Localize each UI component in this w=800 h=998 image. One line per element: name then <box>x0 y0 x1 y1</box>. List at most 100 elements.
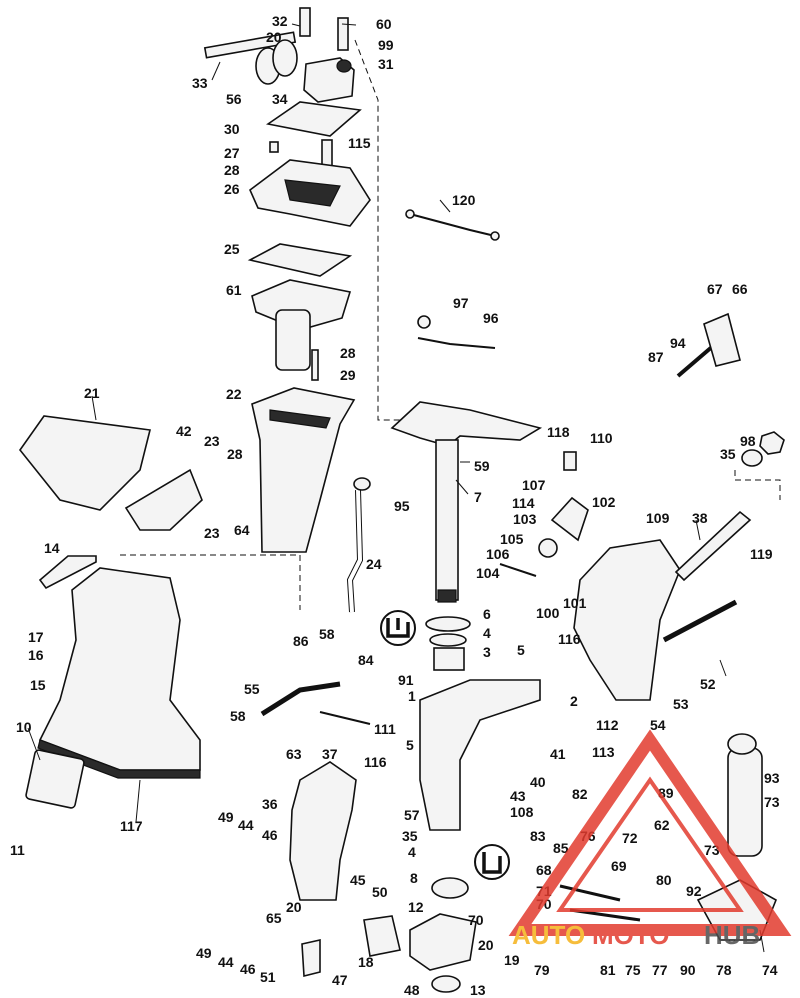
callout-31: 31 <box>378 56 394 72</box>
callout-4: 4 <box>408 844 416 860</box>
swivel-bracket-54 <box>573 539 681 701</box>
washer-4 <box>429 633 467 647</box>
callout-43: 43 <box>510 788 526 804</box>
lube-stamp-icon <box>380 610 416 646</box>
callout-73: 73 <box>764 794 780 810</box>
callout-46: 46 <box>262 827 278 843</box>
callout-28: 28 <box>224 162 240 178</box>
callout-108: 108 <box>510 804 534 820</box>
callout-30: 30 <box>224 121 240 137</box>
callout-20: 20 <box>266 29 282 45</box>
callout-78: 78 <box>716 962 732 978</box>
callout-81: 81 <box>600 962 616 978</box>
callout-95: 95 <box>394 498 410 514</box>
tube-38 <box>674 510 752 582</box>
callout-101: 101 <box>563 595 587 611</box>
callout-42: 42 <box>176 423 192 439</box>
spring-111 <box>319 711 371 725</box>
callout-104: 104 <box>476 565 500 581</box>
callout-62: 62 <box>654 817 670 833</box>
callout-5: 5 <box>517 642 525 658</box>
callout-21: 21 <box>84 385 100 401</box>
callout-17: 17 <box>28 629 44 645</box>
bolt-29 <box>311 349 319 381</box>
callout-36: 36 <box>262 796 278 812</box>
pin-115 <box>321 139 333 167</box>
assembly-centerline-3 <box>734 470 781 500</box>
lower-housing-15 <box>38 567 201 771</box>
callout-82: 82 <box>572 786 588 802</box>
callout-84: 84 <box>358 652 374 668</box>
bearing-12 <box>409 913 477 971</box>
washer-6 <box>425 616 471 632</box>
callout-113: 113 <box>592 744 615 760</box>
callout-28: 28 <box>227 446 243 462</box>
callout-37: 37 <box>322 746 338 762</box>
cover-21 <box>18 415 151 511</box>
callout-98: 98 <box>740 433 756 449</box>
callout-55: 55 <box>244 681 260 697</box>
nut-13 <box>431 975 461 993</box>
shaft-7 <box>435 439 459 601</box>
nut-8 <box>431 877 469 899</box>
callout-86: 86 <box>293 633 309 649</box>
assembly-centerline-2 <box>120 554 301 610</box>
bracket-96 <box>417 337 496 349</box>
callout-105: 105 <box>500 531 524 547</box>
callout-22: 22 <box>226 386 242 402</box>
callout-65: 65 <box>266 910 282 926</box>
callout-99: 99 <box>378 37 394 53</box>
link-55 <box>260 681 341 717</box>
seal-stamp-icon <box>474 844 510 880</box>
callout-10: 10 <box>16 719 32 735</box>
callout-91: 91 <box>398 672 414 688</box>
callout-7: 7 <box>474 489 482 505</box>
callout-119: 119 <box>750 546 773 562</box>
callout-58: 58 <box>319 626 335 642</box>
callout-110: 110 <box>590 430 613 446</box>
callout-53: 53 <box>673 696 689 712</box>
callout-26: 26 <box>224 181 240 197</box>
callout-23: 23 <box>204 433 220 449</box>
callout-16: 16 <box>28 647 44 663</box>
callout-69: 69 <box>611 858 627 874</box>
callout-112: 112 <box>596 717 619 733</box>
strip-14 <box>38 555 97 590</box>
callout-4: 4 <box>483 625 491 641</box>
callout-54: 54 <box>650 717 666 733</box>
callout-51: 51 <box>260 969 276 985</box>
callout-25: 25 <box>224 241 240 257</box>
callout-47: 47 <box>332 972 348 988</box>
callout-111: 111 <box>374 721 396 737</box>
callout-12: 12 <box>408 899 424 915</box>
cylinder-93 <box>727 747 763 857</box>
callout-5: 5 <box>406 737 414 753</box>
exhaust-housing-22 <box>251 387 356 553</box>
callout-72: 72 <box>622 830 638 846</box>
callout-120: 120 <box>452 192 476 208</box>
callout-103: 103 <box>513 511 537 527</box>
callout-49: 49 <box>218 809 234 825</box>
callout-115: 115 <box>348 135 371 151</box>
callout-58: 58 <box>230 708 246 724</box>
top-hardware-group <box>203 7 355 103</box>
callout-90: 90 <box>680 962 696 978</box>
callout-60: 60 <box>376 16 392 32</box>
callout-93: 93 <box>764 770 780 786</box>
plate-51 <box>301 939 321 978</box>
callout-67: 67 <box>707 281 723 297</box>
callout-18: 18 <box>358 954 374 970</box>
callout-118: 118 <box>547 424 570 440</box>
callout-1: 1 <box>408 688 416 704</box>
callout-68: 68 <box>536 862 552 878</box>
screw-27 <box>269 141 279 153</box>
callout-102: 102 <box>592 494 616 510</box>
callout-106: 106 <box>486 546 510 562</box>
callout-56: 56 <box>226 91 242 107</box>
callout-94: 94 <box>670 335 686 351</box>
callout-34: 34 <box>272 91 288 107</box>
callout-87: 87 <box>648 349 664 365</box>
callout-77: 77 <box>652 962 668 978</box>
callout-96: 96 <box>483 310 499 326</box>
